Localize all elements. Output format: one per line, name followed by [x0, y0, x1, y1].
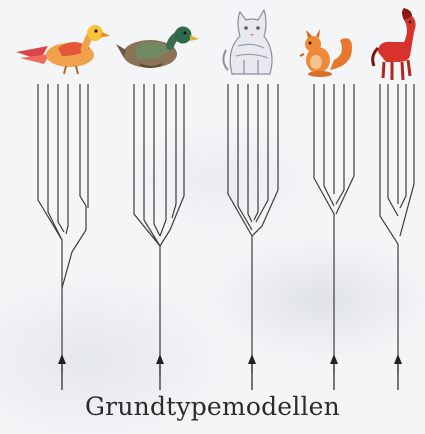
tree-squirrel: [314, 84, 354, 374]
arrow-bird: [58, 354, 66, 390]
tree-duck: [134, 84, 184, 374]
duck-icon: [116, 27, 199, 69]
horse-icon: [373, 8, 416, 80]
origin-arrows: [58, 354, 402, 390]
arrow-duck: [156, 354, 164, 390]
tree-cat: [228, 84, 278, 374]
squirrel-icon: [300, 29, 352, 77]
diagram-caption: Grundtypemodellen: [0, 392, 425, 421]
arrow-cat: [248, 354, 256, 390]
bird-icon: [16, 25, 110, 74]
tree-horse: [380, 84, 414, 374]
arrow-horse: [394, 354, 402, 390]
tree-bird: [38, 84, 88, 374]
cat-icon: [223, 10, 272, 74]
arrow-squirrel: [330, 354, 338, 390]
lineage-trees: [38, 84, 414, 374]
